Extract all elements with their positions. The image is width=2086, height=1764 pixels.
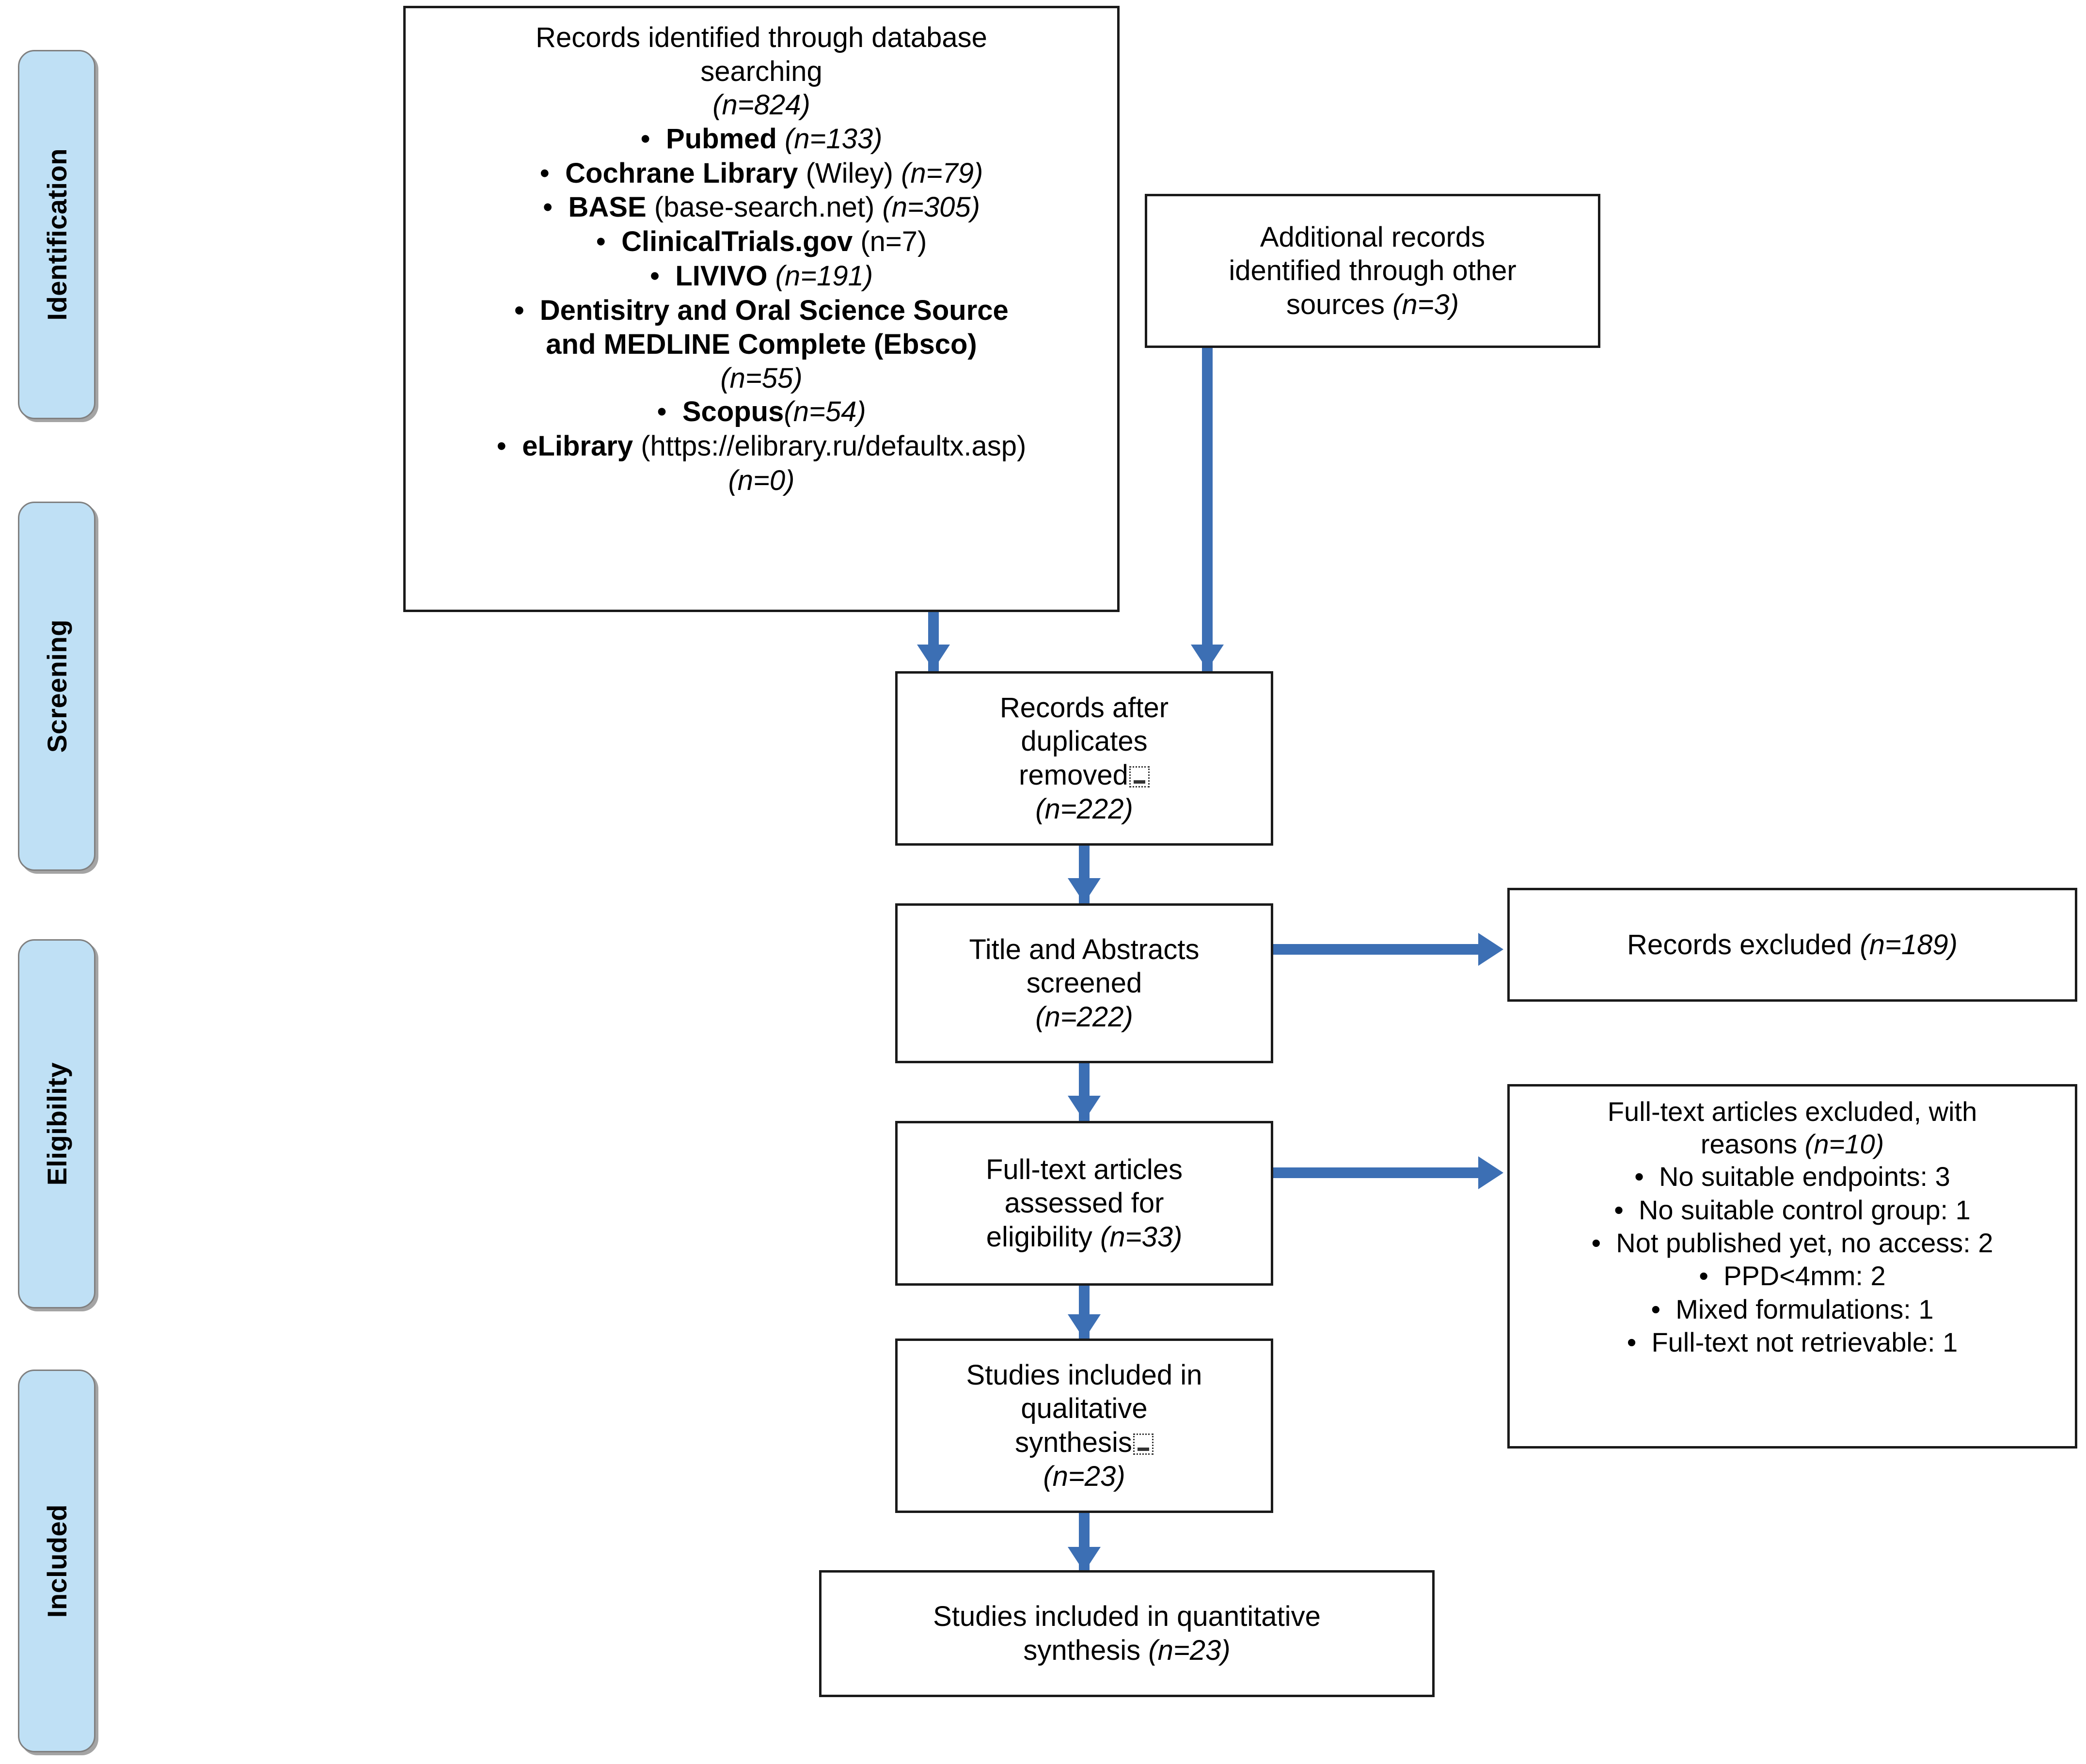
qualitative-line3: synthesis: [905, 1426, 1263, 1460]
stage-screening: Screening: [18, 502, 95, 871]
box-fulltext-assessed: Full-text articles assessed for eligibil…: [895, 1121, 1273, 1286]
connector-screened-to-fulltext-arrow: [1068, 1096, 1101, 1121]
records-excluded-text: Records excluded (n=189): [1627, 929, 1958, 961]
db-total-count: (n=824): [712, 89, 810, 121]
qualitative-line2: qualitative: [1021, 1393, 1148, 1425]
connector-duplicates-to-screen-arrow: [1068, 878, 1101, 903]
duplicates-line3: removed: [905, 758, 1263, 792]
connector-screened-to-excluded-line: [1273, 944, 1482, 955]
screened-count: (n=222): [1035, 1001, 1133, 1033]
db-source-pubmed: Pubmed (n=133): [413, 122, 1109, 157]
connector-db-to-duplicates-arrow: [917, 645, 950, 670]
box-quantitative-synthesis: Studies included in quantitative synthes…: [819, 1570, 1435, 1697]
connector-fulltext-to-qualitative-arrow: [1068, 1314, 1101, 1339]
duplicates-line1: Records after: [999, 692, 1169, 724]
reason-item-2: No suitable control group: 1: [1517, 1194, 2067, 1227]
field-anchor-icon: [1133, 1433, 1154, 1455]
box-fulltext-excluded-reasons: Full-text articles excluded, with reason…: [1507, 1084, 2077, 1449]
db-source-elibrary-count: (n=0): [728, 464, 795, 496]
screened-line2: screened: [1026, 967, 1142, 999]
box-records-identified-database: Records identified through database sear…: [403, 6, 1120, 612]
reason-item-3: Not published yet, no access: 2: [1517, 1227, 2067, 1260]
connector-additional-to-duplicates-arrow: [1191, 645, 1224, 670]
additional-line2: identified through other: [1229, 255, 1517, 287]
box-records-excluded: Records excluded (n=189): [1507, 888, 2077, 1002]
qualitative-line1: Studies included in: [966, 1359, 1202, 1391]
additional-line1: Additional records: [1260, 221, 1485, 253]
box-additional-records: Additional records identified through ot…: [1145, 194, 1600, 348]
qualitative-count: (n=23): [1043, 1460, 1125, 1492]
reason-item-4: PPD<4mm: 2: [1517, 1260, 2067, 1292]
db-source-base: BASE (base-search.net) (n=305): [413, 190, 1109, 225]
fulltext-line1: Full-text articles: [985, 1153, 1183, 1185]
reasons-line2: reasons (n=10): [1700, 1129, 1884, 1160]
quantitative-line1: Studies included in quantitative: [933, 1601, 1321, 1633]
connector-additional-to-duplicates-line: [1202, 348, 1213, 673]
db-title-line2: searching: [700, 55, 822, 87]
connector-qualitative-to-quantitative-arrow: [1068, 1547, 1101, 1572]
field-anchor-icon: [1129, 766, 1150, 788]
db-source-livivo: LIVIVO (n=191): [413, 259, 1109, 294]
quantitative-line2: synthesis (n=23): [1023, 1635, 1231, 1666]
additional-line3: sources (n=3): [1286, 288, 1459, 320]
db-source-ebsco-count: (n=55): [720, 362, 803, 394]
box-title-abstracts-screened: Title and Abstracts screened (n=222): [895, 903, 1273, 1063]
reason-item-5: Mixed formulations: 1: [1517, 1293, 2067, 1326]
fulltext-line2: assessed for: [1004, 1187, 1164, 1219]
screened-line1: Title and Abstracts: [969, 933, 1200, 965]
stage-screening-label: Screening: [41, 619, 72, 753]
fulltext-line3: eligibility (n=33): [986, 1221, 1183, 1253]
stage-eligibility-label: Eligibility: [41, 1062, 72, 1186]
box-duplicates-removed: Records after duplicates removed (n=222): [895, 671, 1273, 846]
db-source-medline: and MEDLINE Complete (Ebsco): [546, 329, 977, 361]
box-qualitative-synthesis: Studies included in qualitative synthesi…: [895, 1339, 1273, 1513]
duplicates-line2: duplicates: [1021, 725, 1148, 757]
connector-screened-to-excluded-arrow: [1478, 933, 1503, 966]
stage-included-label: Included: [41, 1504, 72, 1618]
db-source-cochrane: Cochrane Library (Wiley) (n=79): [413, 157, 1109, 191]
reasons-line1: Full-text articles excluded, with: [1607, 1096, 1977, 1127]
db-source-clinicaltrials: ClinicalTrials.gov (n=7): [413, 225, 1109, 259]
db-source-dentistry: Dentisitry and Oral Science Source: [413, 294, 1109, 328]
db-source-scopus: Scopus(n=54): [413, 395, 1109, 429]
duplicates-count: (n=222): [1035, 793, 1133, 825]
stage-identification: Identification: [18, 50, 95, 419]
db-title-line1: Records identified through database: [536, 22, 987, 53]
stage-identification-label: Identification: [41, 148, 72, 321]
reason-item-1: No suitable endpoints: 3: [1517, 1160, 2067, 1193]
connector-fulltext-to-excluded-arrow: [1478, 1156, 1503, 1189]
stage-included: Included: [18, 1370, 95, 1752]
db-source-elibrary: eLibrary (https://elibrary.ru/defaultx.a…: [413, 429, 1109, 464]
reason-item-6: Full-text not retrievable: 1: [1517, 1326, 2067, 1359]
connector-fulltext-to-excluded-line: [1273, 1167, 1482, 1178]
stage-eligibility: Eligibility: [18, 939, 95, 1308]
